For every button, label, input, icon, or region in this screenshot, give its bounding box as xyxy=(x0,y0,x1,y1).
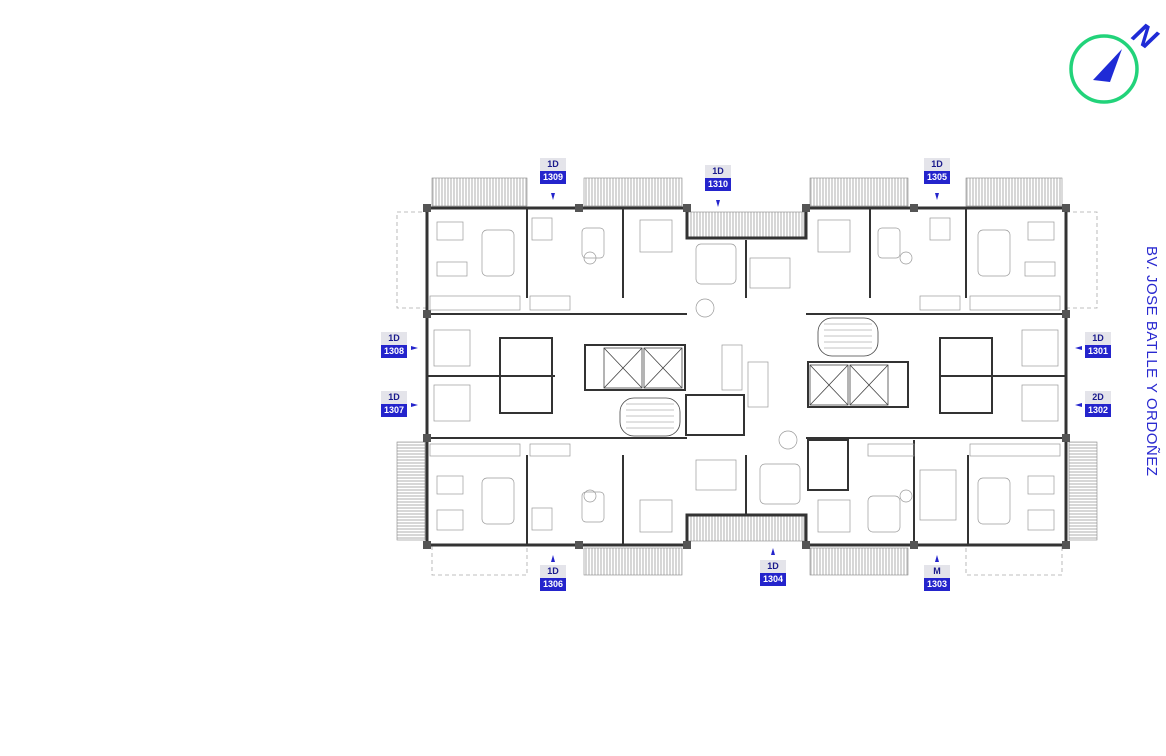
unit-type: 1D xyxy=(1085,332,1111,345)
unit-tag-1308: 1D 1308 xyxy=(381,332,407,358)
stair-treads xyxy=(626,323,872,429)
unit-type: 2D xyxy=(1085,391,1111,404)
unit-number: 1303 xyxy=(924,578,950,591)
structural-columns xyxy=(423,204,1070,549)
unit-type: 1D xyxy=(760,560,786,573)
unit-number: 1308 xyxy=(381,345,407,358)
unit-number: 1309 xyxy=(540,171,566,184)
unit-tag-1309: 1D 1309 xyxy=(540,158,566,184)
unit-tag-1307: 1D 1307 xyxy=(381,391,407,417)
balconies xyxy=(396,177,1098,576)
unit-type: M xyxy=(924,565,950,578)
unit-number: 1310 xyxy=(705,178,731,191)
unit-type: 1D xyxy=(540,158,566,171)
unit-type: 1D xyxy=(705,165,731,178)
unit-tag-1302: 2D 1302 xyxy=(1085,391,1111,417)
interior-walls xyxy=(427,208,1066,545)
unit-type: 1D xyxy=(381,391,407,404)
furniture xyxy=(433,217,1059,533)
kitchen-counters xyxy=(429,295,1061,457)
unit-tag-1301: 1D 1301 xyxy=(1085,332,1111,358)
unit-type: 1D xyxy=(924,158,950,171)
unit-pointers xyxy=(411,193,1082,562)
unit-tag-1306: 1D 1306 xyxy=(540,565,566,591)
street-name: BV. JOSE BATLLE Y ORDOÑEZ xyxy=(1143,246,1160,477)
unit-tag-1305: 1D 1305 xyxy=(924,158,950,184)
unit-tag-1304: 1D 1304 xyxy=(760,560,786,586)
unit-number: 1302 xyxy=(1085,404,1111,417)
north-arrow-icon: N xyxy=(1069,17,1164,104)
unit-number: 1307 xyxy=(381,404,407,417)
unit-number: 1305 xyxy=(924,171,950,184)
unit-number: 1306 xyxy=(540,578,566,591)
unit-number: 1304 xyxy=(760,573,786,586)
unit-tag-1303: M 1303 xyxy=(924,565,950,591)
elevator-core xyxy=(603,317,889,437)
unit-number: 1301 xyxy=(1085,345,1111,358)
unit-tag-1310: 1D 1310 xyxy=(705,165,731,191)
unit-type: 1D xyxy=(381,332,407,345)
unit-type: 1D xyxy=(540,565,566,578)
